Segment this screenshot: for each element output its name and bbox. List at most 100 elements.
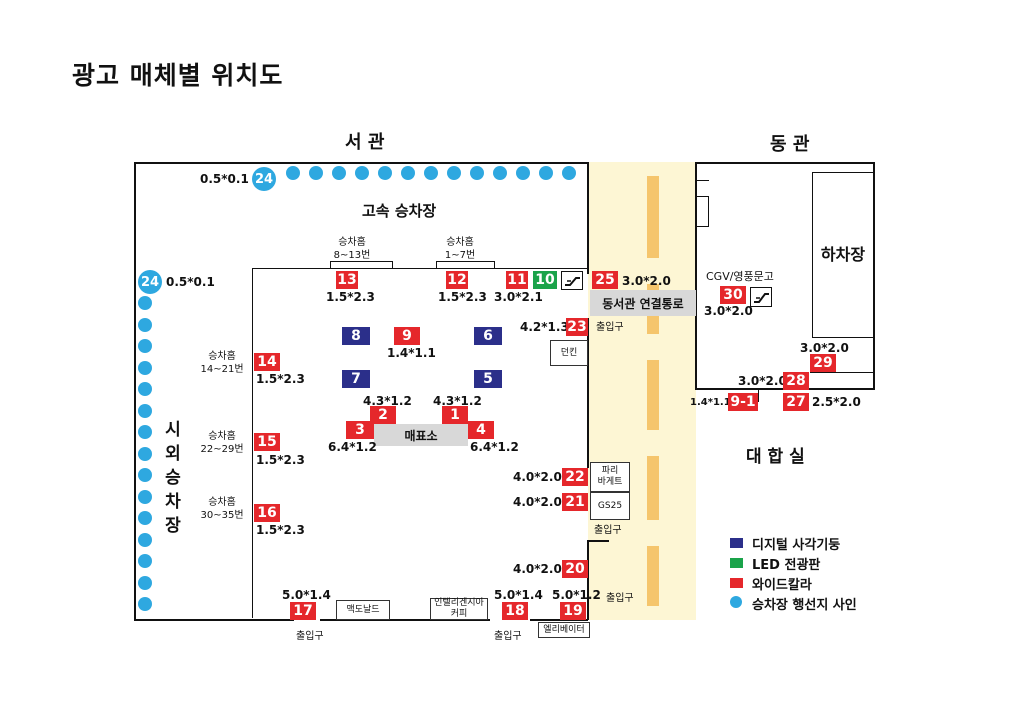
ad-17: 17 [290, 602, 316, 620]
line-sign-dot [138, 575, 152, 590]
size-18: 5.0*1.4 [494, 588, 543, 602]
line-sign-dot [138, 532, 152, 547]
exit-label-18: 출입구 [494, 631, 522, 642]
gate-label-14-21: 승차홈 14~21번 [200, 351, 244, 375]
wall-stub [810, 372, 874, 373]
gate-bracket [494, 261, 495, 269]
line-sign-dot [562, 166, 576, 180]
ticket-office: 매표소 [374, 424, 468, 446]
west-wall-bottom [134, 619, 294, 621]
ad-23: 23 [566, 318, 588, 336]
ad-7: 7 [342, 370, 370, 388]
wall-stub [758, 390, 759, 402]
ad-3: 3 [346, 421, 374, 439]
ad-9: 9 [394, 327, 420, 345]
gate-bracket [436, 261, 494, 262]
shop-mcdonalds: 맥도날드 [336, 600, 390, 620]
east-wall-top [695, 162, 875, 164]
size-25: 3.0*2.0 [622, 274, 671, 288]
shop-intelligentsia: 인텔리겐시아 커피 [430, 598, 488, 620]
west-wall-left [134, 162, 136, 620]
size-21: 4.0*2.0 [513, 495, 562, 509]
gate-bracket [330, 261, 392, 262]
ad-19: 19 [560, 602, 586, 620]
line-sign-dot [401, 166, 415, 180]
size-11: 3.0*2.1 [494, 290, 543, 304]
intercity-platform-text: 시 외 승 차 장 [165, 420, 187, 536]
highway-platform-label: 고속 승차장 [362, 202, 437, 220]
line-sign-dot [286, 166, 300, 180]
wall-stub [587, 540, 609, 542]
wall-stub [697, 196, 709, 197]
dropoff-area [812, 172, 873, 338]
size-12: 1.5*2.3 [438, 290, 487, 304]
size-19: 5.0*1.2 [552, 588, 601, 602]
line-sign-dot [138, 489, 152, 504]
west-building-title: 서 관 [345, 132, 385, 153]
line-sign-dot [539, 166, 553, 180]
gate-bracket [436, 261, 437, 269]
legend-wide: 와이드칼라 [752, 578, 812, 593]
ad-5: 5 [474, 370, 502, 388]
line-sign-dot [493, 166, 507, 180]
east-west-connection: 동서관 연결통로 [590, 290, 696, 316]
size-29: 3.0*2.0 [800, 341, 849, 355]
escalator-icon [750, 287, 772, 307]
size-16: 1.5*2.3 [256, 523, 305, 537]
ad-16: 16 [254, 504, 280, 522]
line-sign-dot [138, 554, 152, 568]
corridor-marker [647, 546, 659, 606]
exit-label-17: 출입구 [296, 631, 324, 642]
corridor-marker [647, 360, 659, 430]
size-9: 1.4*1.1 [387, 346, 436, 360]
size-17: 5.0*1.4 [282, 588, 331, 602]
wall-stub [708, 196, 709, 226]
line-sign-dot [516, 166, 530, 180]
line-sign-dot [332, 166, 346, 180]
ad-9-1: 9-1 [728, 393, 758, 411]
ad-10: 10 [533, 271, 557, 289]
line-sign-dot [138, 360, 152, 375]
line-sign-dot [138, 317, 152, 332]
shop-paris-baguette: 파리 바게트 [590, 462, 630, 492]
line-sign-dot [138, 597, 152, 611]
size-14: 1.5*2.3 [256, 372, 305, 386]
line-sign-24-top: 24 [252, 167, 276, 191]
ad-6: 6 [474, 327, 502, 345]
line-sign-dot [138, 296, 152, 310]
size-22: 4.0*2.0 [513, 470, 562, 484]
ad-4: 4 [468, 421, 494, 439]
line-sign-dot [138, 339, 152, 353]
ad-14: 14 [254, 353, 280, 371]
size-23: 4.2*1.3 [520, 320, 569, 334]
ad-25: 25 [592, 271, 618, 289]
gate-label-30-35: 승차홈 30~35번 [200, 497, 244, 521]
elevator: 엘리베이터 [538, 622, 590, 638]
exit-label-23: 출입구 [596, 322, 624, 333]
ad-8: 8 [342, 327, 370, 345]
size-3: 6.4*1.2 [328, 440, 377, 454]
line-sign-dot [138, 468, 152, 482]
west-wall-right [587, 162, 589, 274]
east-wall-right [873, 162, 875, 390]
platform-inner-wall [252, 268, 253, 618]
ad-22: 22 [562, 468, 588, 486]
ad-2: 2 [370, 406, 396, 424]
size-9-1: 1.4*1.1 [690, 397, 731, 408]
wall-stub [697, 180, 709, 181]
size-27: 2.5*2.0 [812, 395, 861, 409]
shop-gs25: GS25 [590, 492, 630, 520]
line-sign-dot [424, 166, 438, 180]
intercity-platform-label: 시 외 승 차 장 [163, 370, 183, 538]
legend-swatch-line-sign [730, 596, 742, 608]
ad-27: 27 [783, 393, 809, 411]
line-sign-dot [138, 511, 152, 525]
connecting-corridor [588, 162, 696, 620]
corridor-marker [647, 456, 659, 520]
line-sign-dot [138, 425, 152, 439]
legend-digital: 디지털 사각기둥 [752, 538, 841, 553]
ad-28: 28 [783, 372, 809, 390]
ad-18: 18 [502, 602, 528, 620]
line-sign-24-left: 24 [138, 270, 162, 294]
gate-label-1-7: 승차홈 1~7번 [444, 237, 476, 261]
